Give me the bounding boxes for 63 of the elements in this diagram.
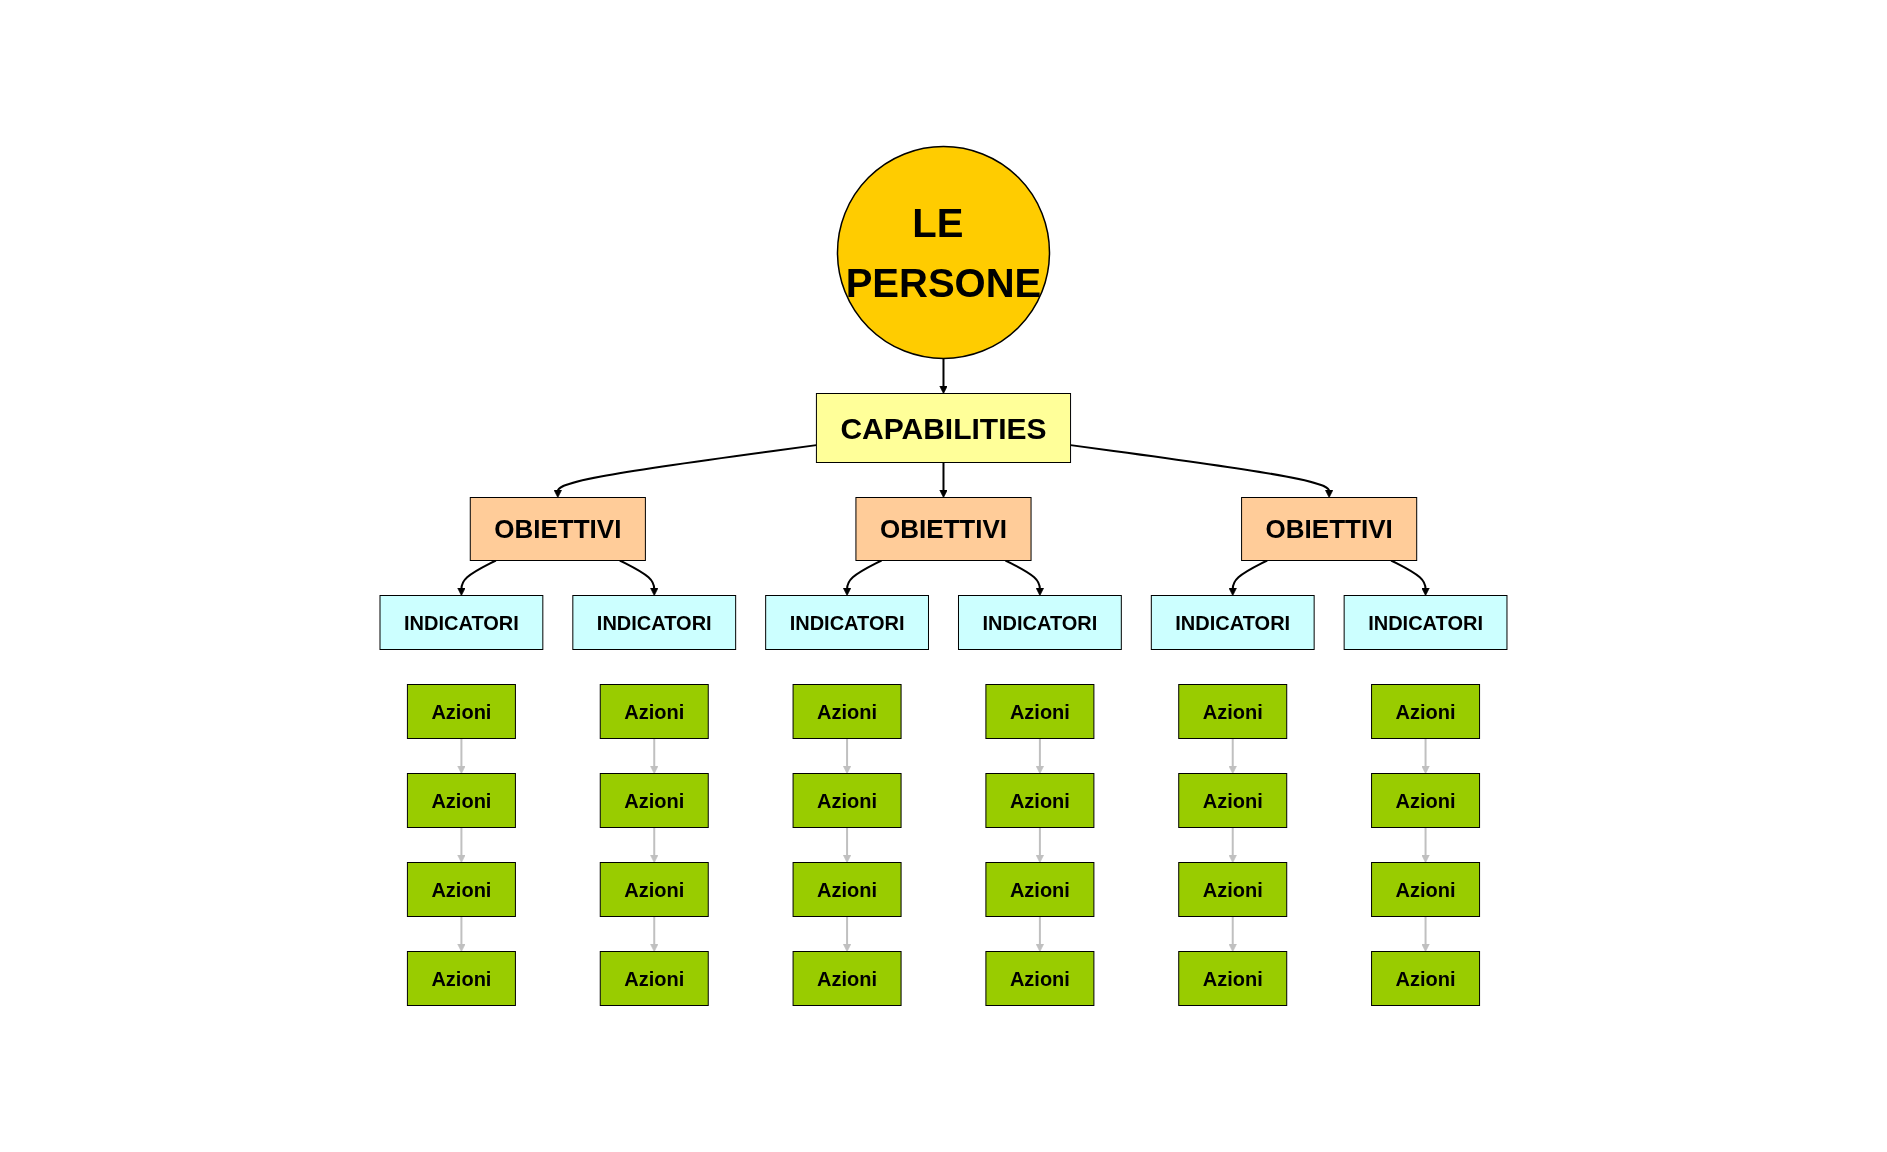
node-box: Azioni [1371,684,1481,739]
arrow [1228,826,1238,863]
node-box: OBIETTIVI [1241,497,1418,561]
node-box: Azioni [792,862,902,917]
node-box: Azioni [985,773,1095,828]
arrow [1390,559,1430,596]
arrow [1035,915,1045,952]
node-box: OBIETTIVI [469,497,646,561]
arrow [1421,737,1430,774]
arrow [618,559,659,596]
arrow [1228,559,1269,596]
arrow [1035,826,1045,863]
node-box: Azioni [1178,684,1288,739]
arrow [457,559,497,596]
node-box: INDICATORI [379,595,544,650]
node-box: Azioni [1178,862,1288,917]
node-box: Azioni [406,684,516,739]
node-box: Azioni [985,862,1095,917]
node-box: INDICATORI [958,595,1122,650]
arrow [1421,826,1430,863]
node-box: Azioni [406,951,516,1006]
arrow [649,737,659,774]
node-box: INDICATORI [1150,595,1315,650]
arrow [553,444,818,498]
node-circle: LE PERSONE [836,145,1051,360]
node-box: Azioni [1371,951,1481,1006]
node-box: Azioni [406,862,516,917]
node-box: Azioni [599,951,709,1006]
node-box: Azioni [1178,773,1288,828]
arrow [842,915,852,952]
arrow [1228,737,1238,774]
arrow [1035,737,1045,774]
node-box: Azioni [985,951,1095,1006]
node-box: Azioni [599,684,709,739]
node-box: Azioni [792,951,902,1006]
node-box: Azioni [792,773,902,828]
arrow [842,826,852,863]
node-box: INDICATORI [765,595,929,650]
node-box: Azioni [406,773,516,828]
node-box: INDICATORI [1343,595,1508,650]
arrow [1421,915,1430,952]
arrow [939,357,948,394]
arrow [842,737,852,774]
node-box: Azioni [1371,862,1481,917]
node-box: Azioni [1178,951,1288,1006]
arrow [457,737,466,774]
arrow [1228,915,1238,952]
node-box: OBIETTIVI [855,497,1032,561]
node-box: Azioni [599,773,709,828]
node-box: CAPABILITIES [815,393,1072,463]
arrow [1004,559,1045,596]
arrow [649,826,659,863]
arrow [1069,444,1334,498]
arrow [842,559,883,596]
arrow [939,461,948,498]
arrow [457,826,466,863]
node-box: Azioni [985,684,1095,739]
arrow [457,915,466,952]
node-box: INDICATORI [572,595,737,650]
arrow [649,915,659,952]
node-box: Azioni [1371,773,1481,828]
node-box: Azioni [792,684,902,739]
node-box: Azioni [599,862,709,917]
